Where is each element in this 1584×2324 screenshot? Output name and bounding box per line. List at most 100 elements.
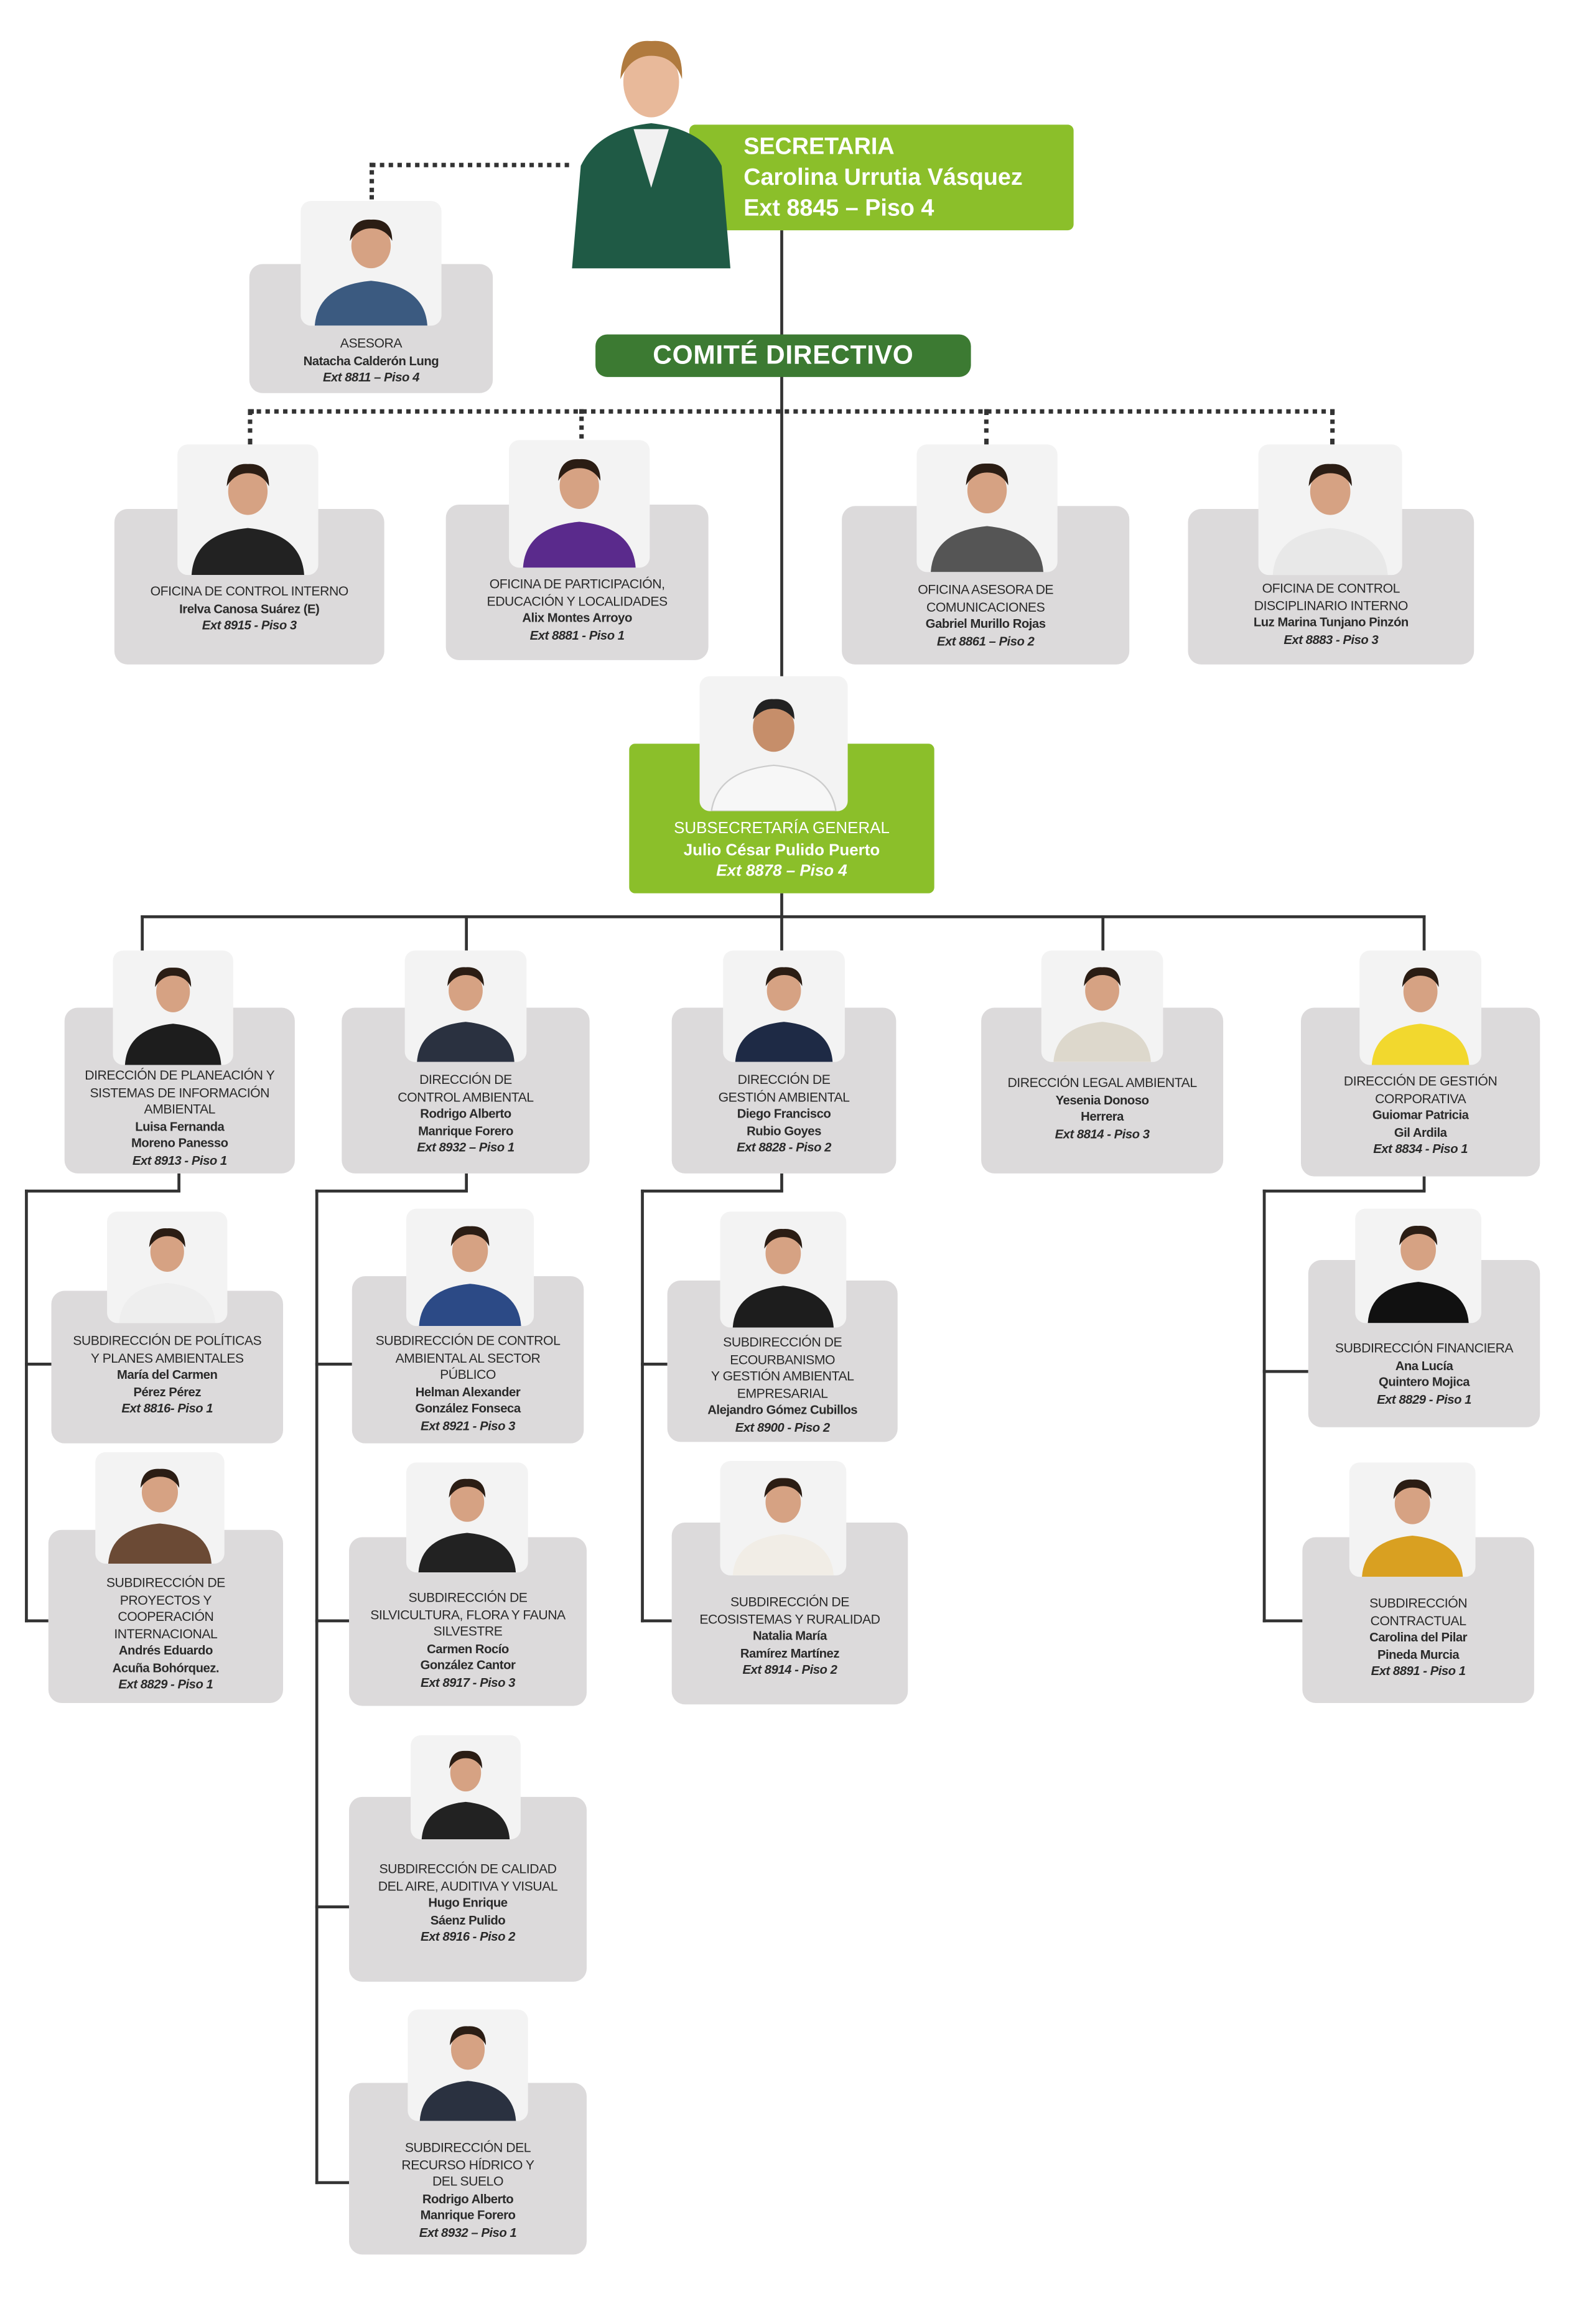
- portrait-photo-comunicaciones: [916, 444, 1058, 572]
- portrait-photo-calidad-aire: [411, 1735, 521, 1840]
- extension-floor: Ext 8883 - Piso 3: [1284, 631, 1379, 646]
- dotted-connector: [579, 409, 584, 439]
- unit-title: PROYECTOS Y: [119, 1592, 212, 1607]
- portrait-photo-ecourbanismo: [720, 1211, 847, 1328]
- unit-title: DIRECCIÓN LEGAL AMBIENTAL: [1007, 1075, 1197, 1090]
- extension-floor: Ext 8861 – Piso 2: [936, 633, 1035, 648]
- unit-title: AMBIENTAL: [144, 1101, 216, 1116]
- unit-title: SUBDIRECCIÓN DE CONTROL: [375, 1333, 561, 1348]
- person-name: Diego Francisco: [737, 1106, 831, 1121]
- extension-floor: Ext 8829 - Piso 1: [118, 1676, 213, 1692]
- person-name: Luisa Fernanda: [135, 1118, 225, 1134]
- person-name: María del Carmen: [117, 1367, 218, 1382]
- dotted-connector: [1330, 409, 1335, 445]
- unit-title: DEL AIRE, AUDITIVA Y VISUAL: [378, 1878, 558, 1893]
- person-name: Helman Alexander: [415, 1384, 521, 1399]
- person-name: Yesenia Donoso: [1055, 1092, 1149, 1107]
- portrait-photo-gestion-ambiental: [723, 950, 845, 1062]
- connector-line: [141, 915, 1426, 918]
- unit-title: Y PLANES AMBIENTALES: [90, 1350, 244, 1365]
- subsecretaria-photo: [699, 676, 848, 811]
- dotted-connector: [249, 409, 1335, 414]
- connector-line: [315, 1619, 350, 1623]
- unit-title: OFICINA ASESORA DE: [918, 582, 1054, 597]
- extension-floor: Ext 8811 – Piso 4: [322, 370, 419, 385]
- connector-line: [465, 915, 468, 951]
- extension-floor: Ext 8915 - Piso 3: [202, 617, 297, 633]
- person-name: Manrique Forero: [420, 2207, 516, 2223]
- extension-floor: Ext 8900 - Piso 2: [735, 1419, 830, 1434]
- person-name: Moreno Panesso: [131, 1135, 228, 1150]
- connector-line: [315, 2181, 350, 2185]
- person-name: Andrés Eduardo: [118, 1643, 213, 1658]
- portrait-photo-corporativa: [1359, 950, 1481, 1065]
- unit-title: GESTIÓN AMBIENTAL: [718, 1089, 850, 1104]
- person-name: Gabriel Murillo Rojas: [925, 616, 1046, 631]
- portrait-photo-politicas: [107, 1211, 228, 1323]
- extension-floor: Ext 8814 - Piso 3: [1055, 1126, 1150, 1141]
- secretaria-title: SECRETARIA: [743, 134, 895, 160]
- unit-title: OFICINA DE CONTROL: [1262, 581, 1400, 596]
- portrait-photo-control-ambiental: [404, 950, 527, 1062]
- unit-title: OFICINA DE PARTICIPACIÓN,: [489, 576, 665, 592]
- unit-title: DEL SUELO: [432, 2173, 504, 2189]
- unit-title: DIRECCIÓN DE PLANEACIÓN Y: [85, 1068, 275, 1083]
- person-name: Guiomar Patricia: [1372, 1107, 1469, 1122]
- person-name: Alejandro Gómez Cubillos: [707, 1402, 858, 1417]
- connector-line: [25, 1619, 49, 1623]
- unit-title: DISCIPLINARIO INTERNO: [1254, 597, 1409, 613]
- unit-title: SUBDIRECCIÓN FINANCIERA: [1335, 1340, 1514, 1356]
- subsecretaria-title: SUBSECRETARÍA GENERAL: [674, 819, 890, 838]
- connector-line: [315, 1189, 468, 1193]
- portrait-photo-control-interno: [177, 444, 319, 576]
- person-name: Ana Lucía: [1395, 1357, 1453, 1373]
- extension-floor: Ext 8914 - Piso 2: [742, 1661, 837, 1677]
- connector-line: [25, 1189, 180, 1193]
- unit-title: INTERNACIONAL: [114, 1626, 218, 1641]
- unit-title: SUBDIRECCIÓN: [1369, 1595, 1468, 1611]
- extension-floor: Ext 8916 - Piso 2: [421, 1928, 515, 1944]
- secretaria-box: SECRETARIA Carolina Urrutia Vásquez Ext …: [689, 124, 1074, 231]
- unit-title: SUBDIRECCIÓN DE: [408, 1590, 528, 1605]
- connector-line: [25, 1363, 52, 1366]
- unit-title: SILVESTRE: [433, 1623, 503, 1639]
- secretaria-ext: Ext 8845 – Piso 4: [743, 196, 934, 222]
- portrait-photo-planeacion: [113, 950, 233, 1065]
- person-name: Rodrigo Alberto: [422, 2190, 514, 2206]
- extension-floor: Ext 8917 - Piso 3: [421, 1674, 515, 1689]
- connector-line: [1422, 915, 1426, 951]
- connector-line: [780, 1173, 783, 1192]
- portrait-photo-legal: [1041, 950, 1163, 1062]
- unit-title: DIRECCIÓN DE: [419, 1072, 512, 1087]
- connector-line: [465, 1173, 468, 1192]
- unit-title: CONTROL AMBIENTAL: [398, 1089, 534, 1104]
- portrait-photo-sector-publico: [406, 1208, 534, 1327]
- extension-floor: Ext 8834 - Piso 1: [1373, 1141, 1468, 1156]
- person-name: Pineda Murcia: [1377, 1646, 1460, 1661]
- unit-title: PÚBLICO: [440, 1367, 496, 1382]
- unit-title: ECOSISTEMAS Y RURALIDAD: [699, 1611, 880, 1626]
- unit-title: COMUNICACIONES: [926, 599, 1045, 614]
- person-name: Manrique Forero: [418, 1122, 513, 1138]
- person-name: Pérez Pérez: [133, 1384, 202, 1399]
- unit-title: SUBDIRECCIÓN DE: [106, 1575, 225, 1590]
- person-name: Natacha Calderón Lung: [303, 352, 439, 368]
- person-name: Rodrigo Alberto: [420, 1106, 511, 1121]
- person-name: Carolina del Pilar: [1369, 1630, 1468, 1645]
- extension-floor: Ext 8913 - Piso 1: [132, 1152, 227, 1167]
- connector-line: [641, 1363, 668, 1366]
- connector-line: [780, 230, 783, 744]
- unit-title: RECURSO HÍDRICO Y: [401, 2157, 534, 2172]
- person-name: Gil Ardila: [1394, 1124, 1447, 1139]
